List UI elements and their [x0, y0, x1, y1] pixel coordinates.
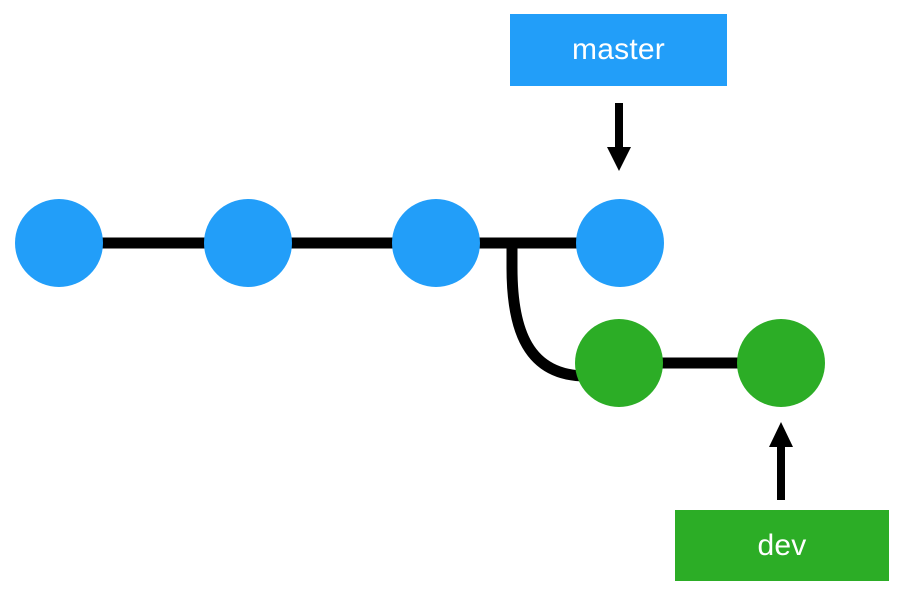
branch-label-master-text: master: [572, 33, 665, 66]
branch-label-dev-text: dev: [757, 528, 807, 562]
commit-node-c1[interactable]: [15, 199, 103, 287]
arrow-group: [607, 103, 793, 500]
arrow-down-icon: [607, 103, 631, 171]
commit-node-d1[interactable]: [575, 319, 663, 407]
node-group: [15, 199, 825, 407]
commit-node-c4[interactable]: [576, 199, 664, 287]
arrow-up-icon: [769, 422, 793, 500]
commit-node-c2[interactable]: [204, 199, 292, 287]
edge-branch-c3-d1: [506, 243, 587, 382]
commit-node-d2[interactable]: [737, 319, 825, 407]
commit-node-c3[interactable]: [392, 199, 480, 287]
branch-label-master[interactable]: master: [510, 14, 727, 86]
branch-label-dev[interactable]: dev: [675, 510, 889, 581]
